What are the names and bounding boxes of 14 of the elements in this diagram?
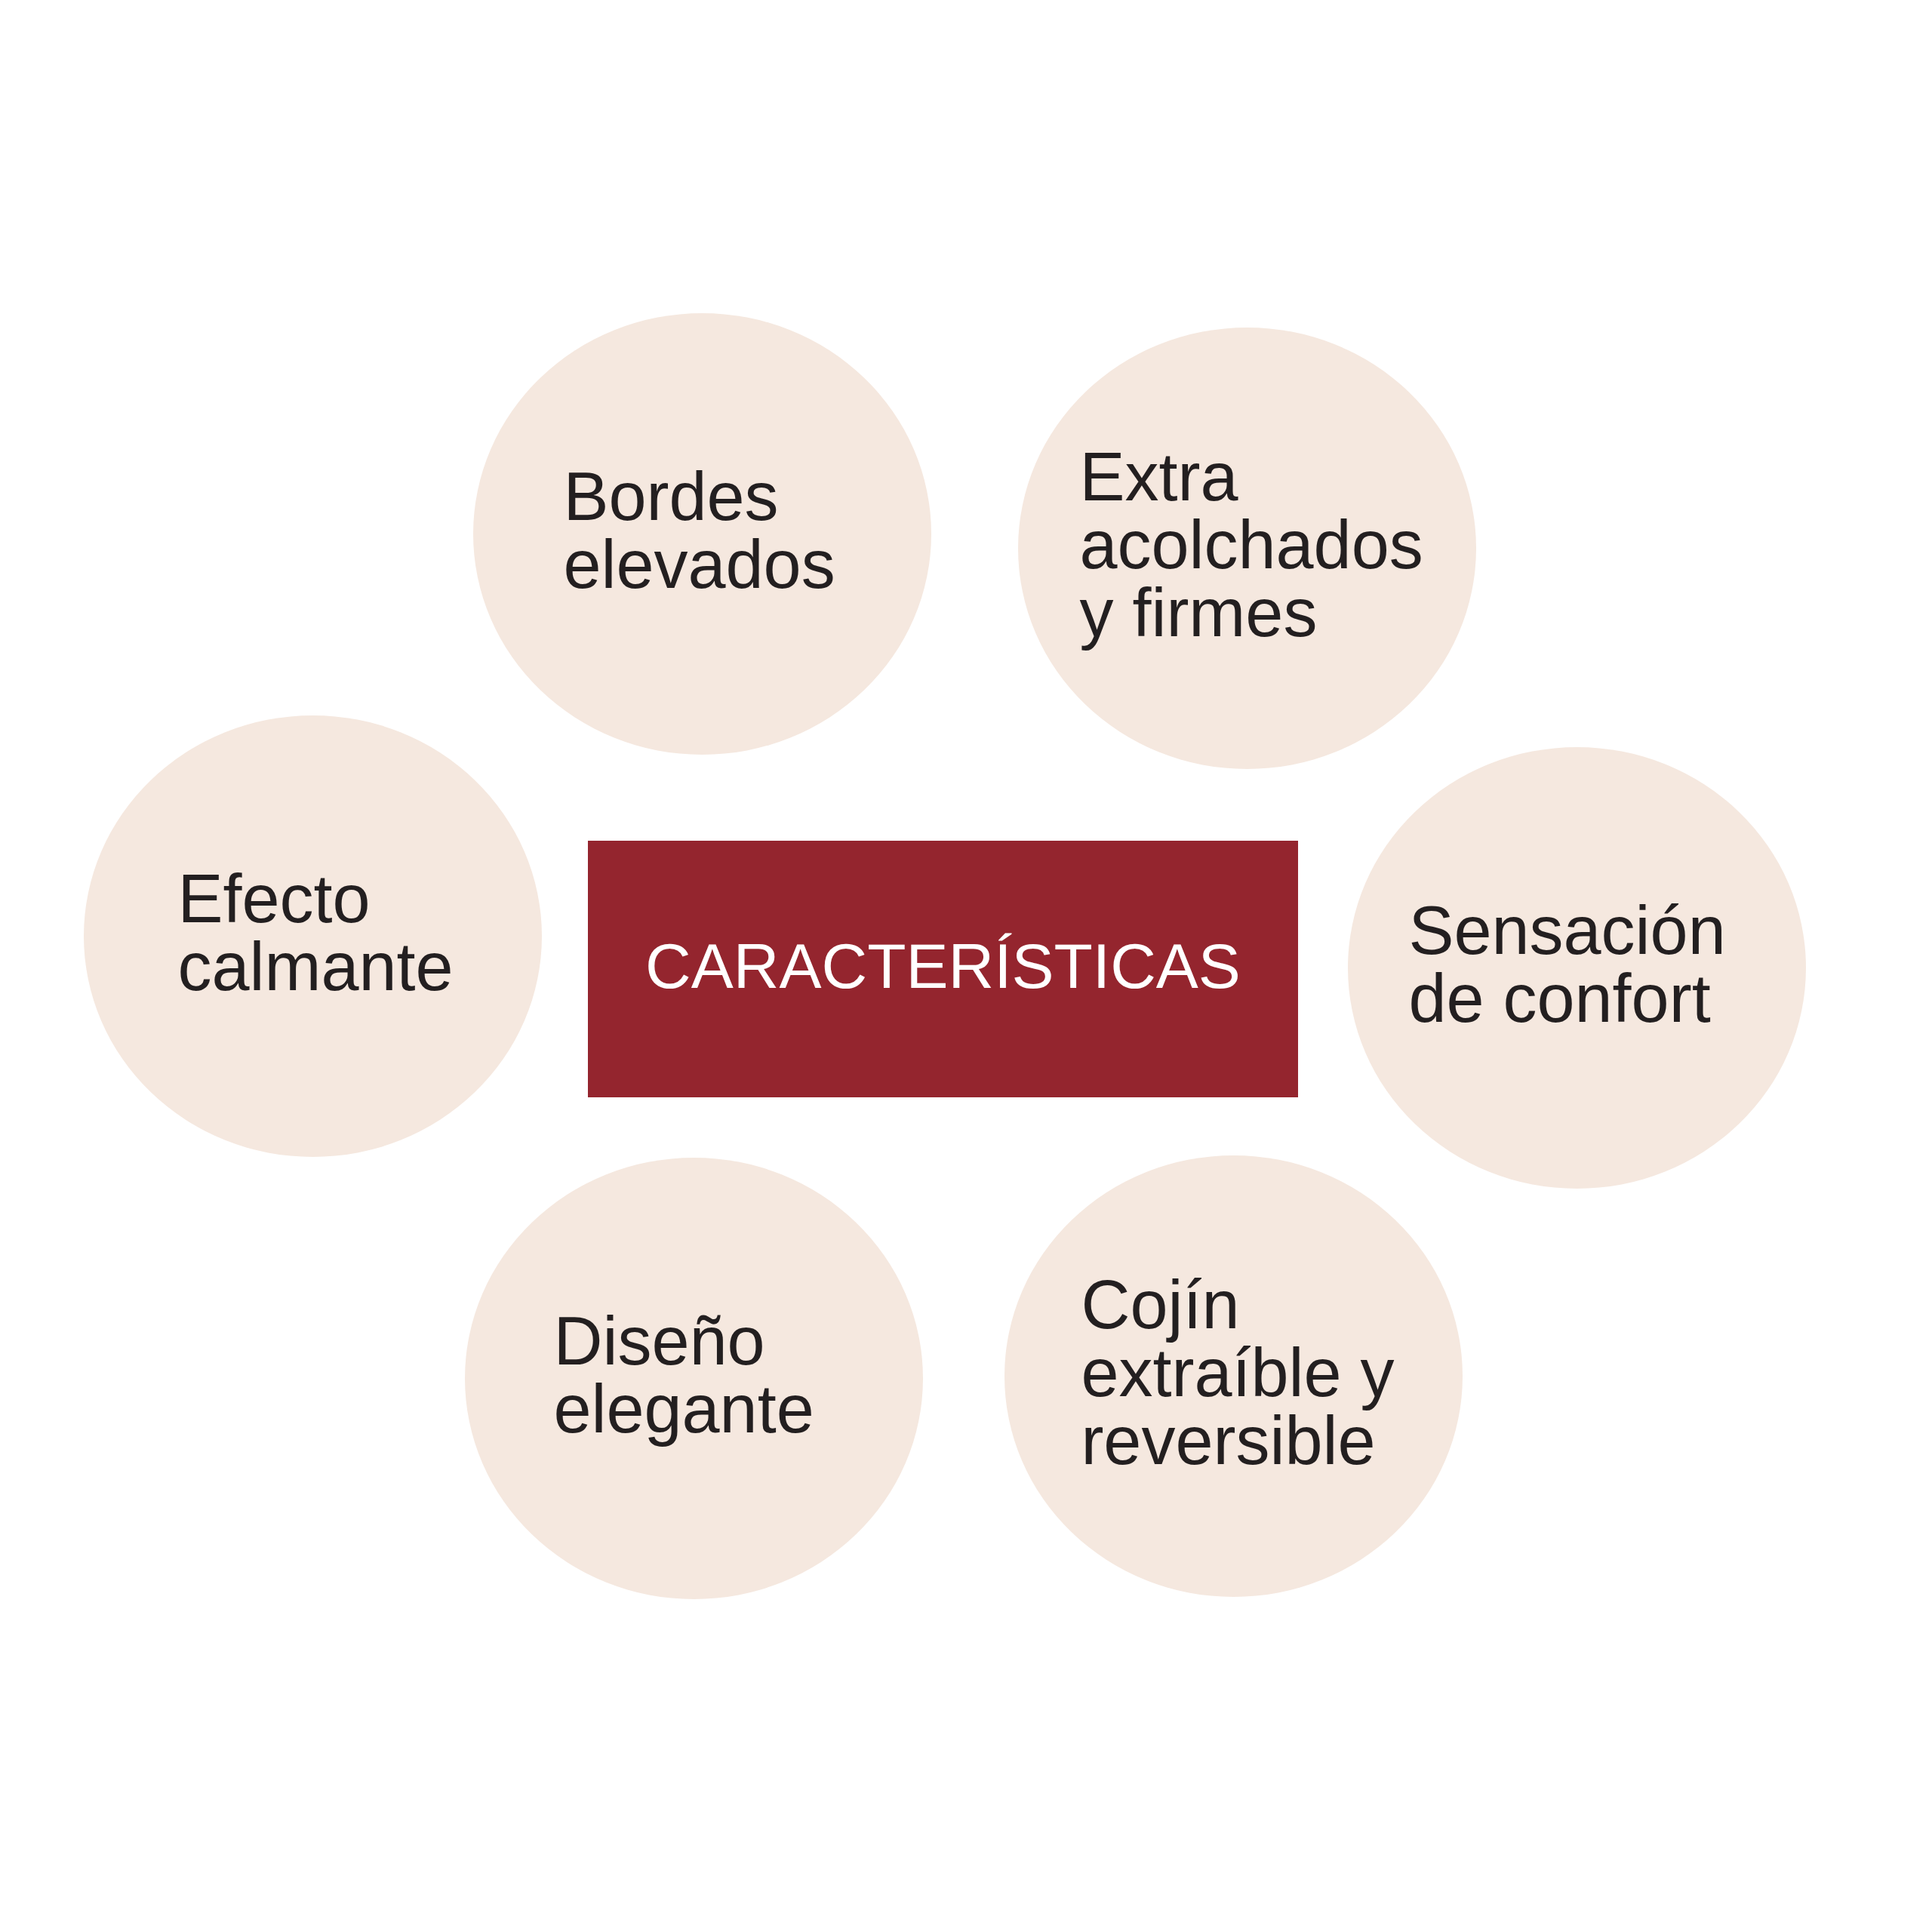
feature-label: Diseño elegante [552,1303,815,1448]
feature-circle [1348,747,1806,1189]
feature-label: Cojín extraíble y reversible [1080,1266,1395,1480]
feature-label: Sensación de confort [1407,892,1727,1038]
feature-circle [84,715,542,1157]
feature-label: Extra acolchados y firmes [1078,438,1424,652]
feature-circle [473,313,931,755]
feature-circle [465,1158,923,1599]
center-label: CARACTERÍSTICAS [645,929,1241,1003]
feature-circle [1018,328,1476,769]
center-box [588,841,1298,1097]
feature-label: Bordes elevados [562,458,836,604]
feature-label: Efecto calmante [177,860,454,1006]
feature-circle [1004,1155,1463,1597]
